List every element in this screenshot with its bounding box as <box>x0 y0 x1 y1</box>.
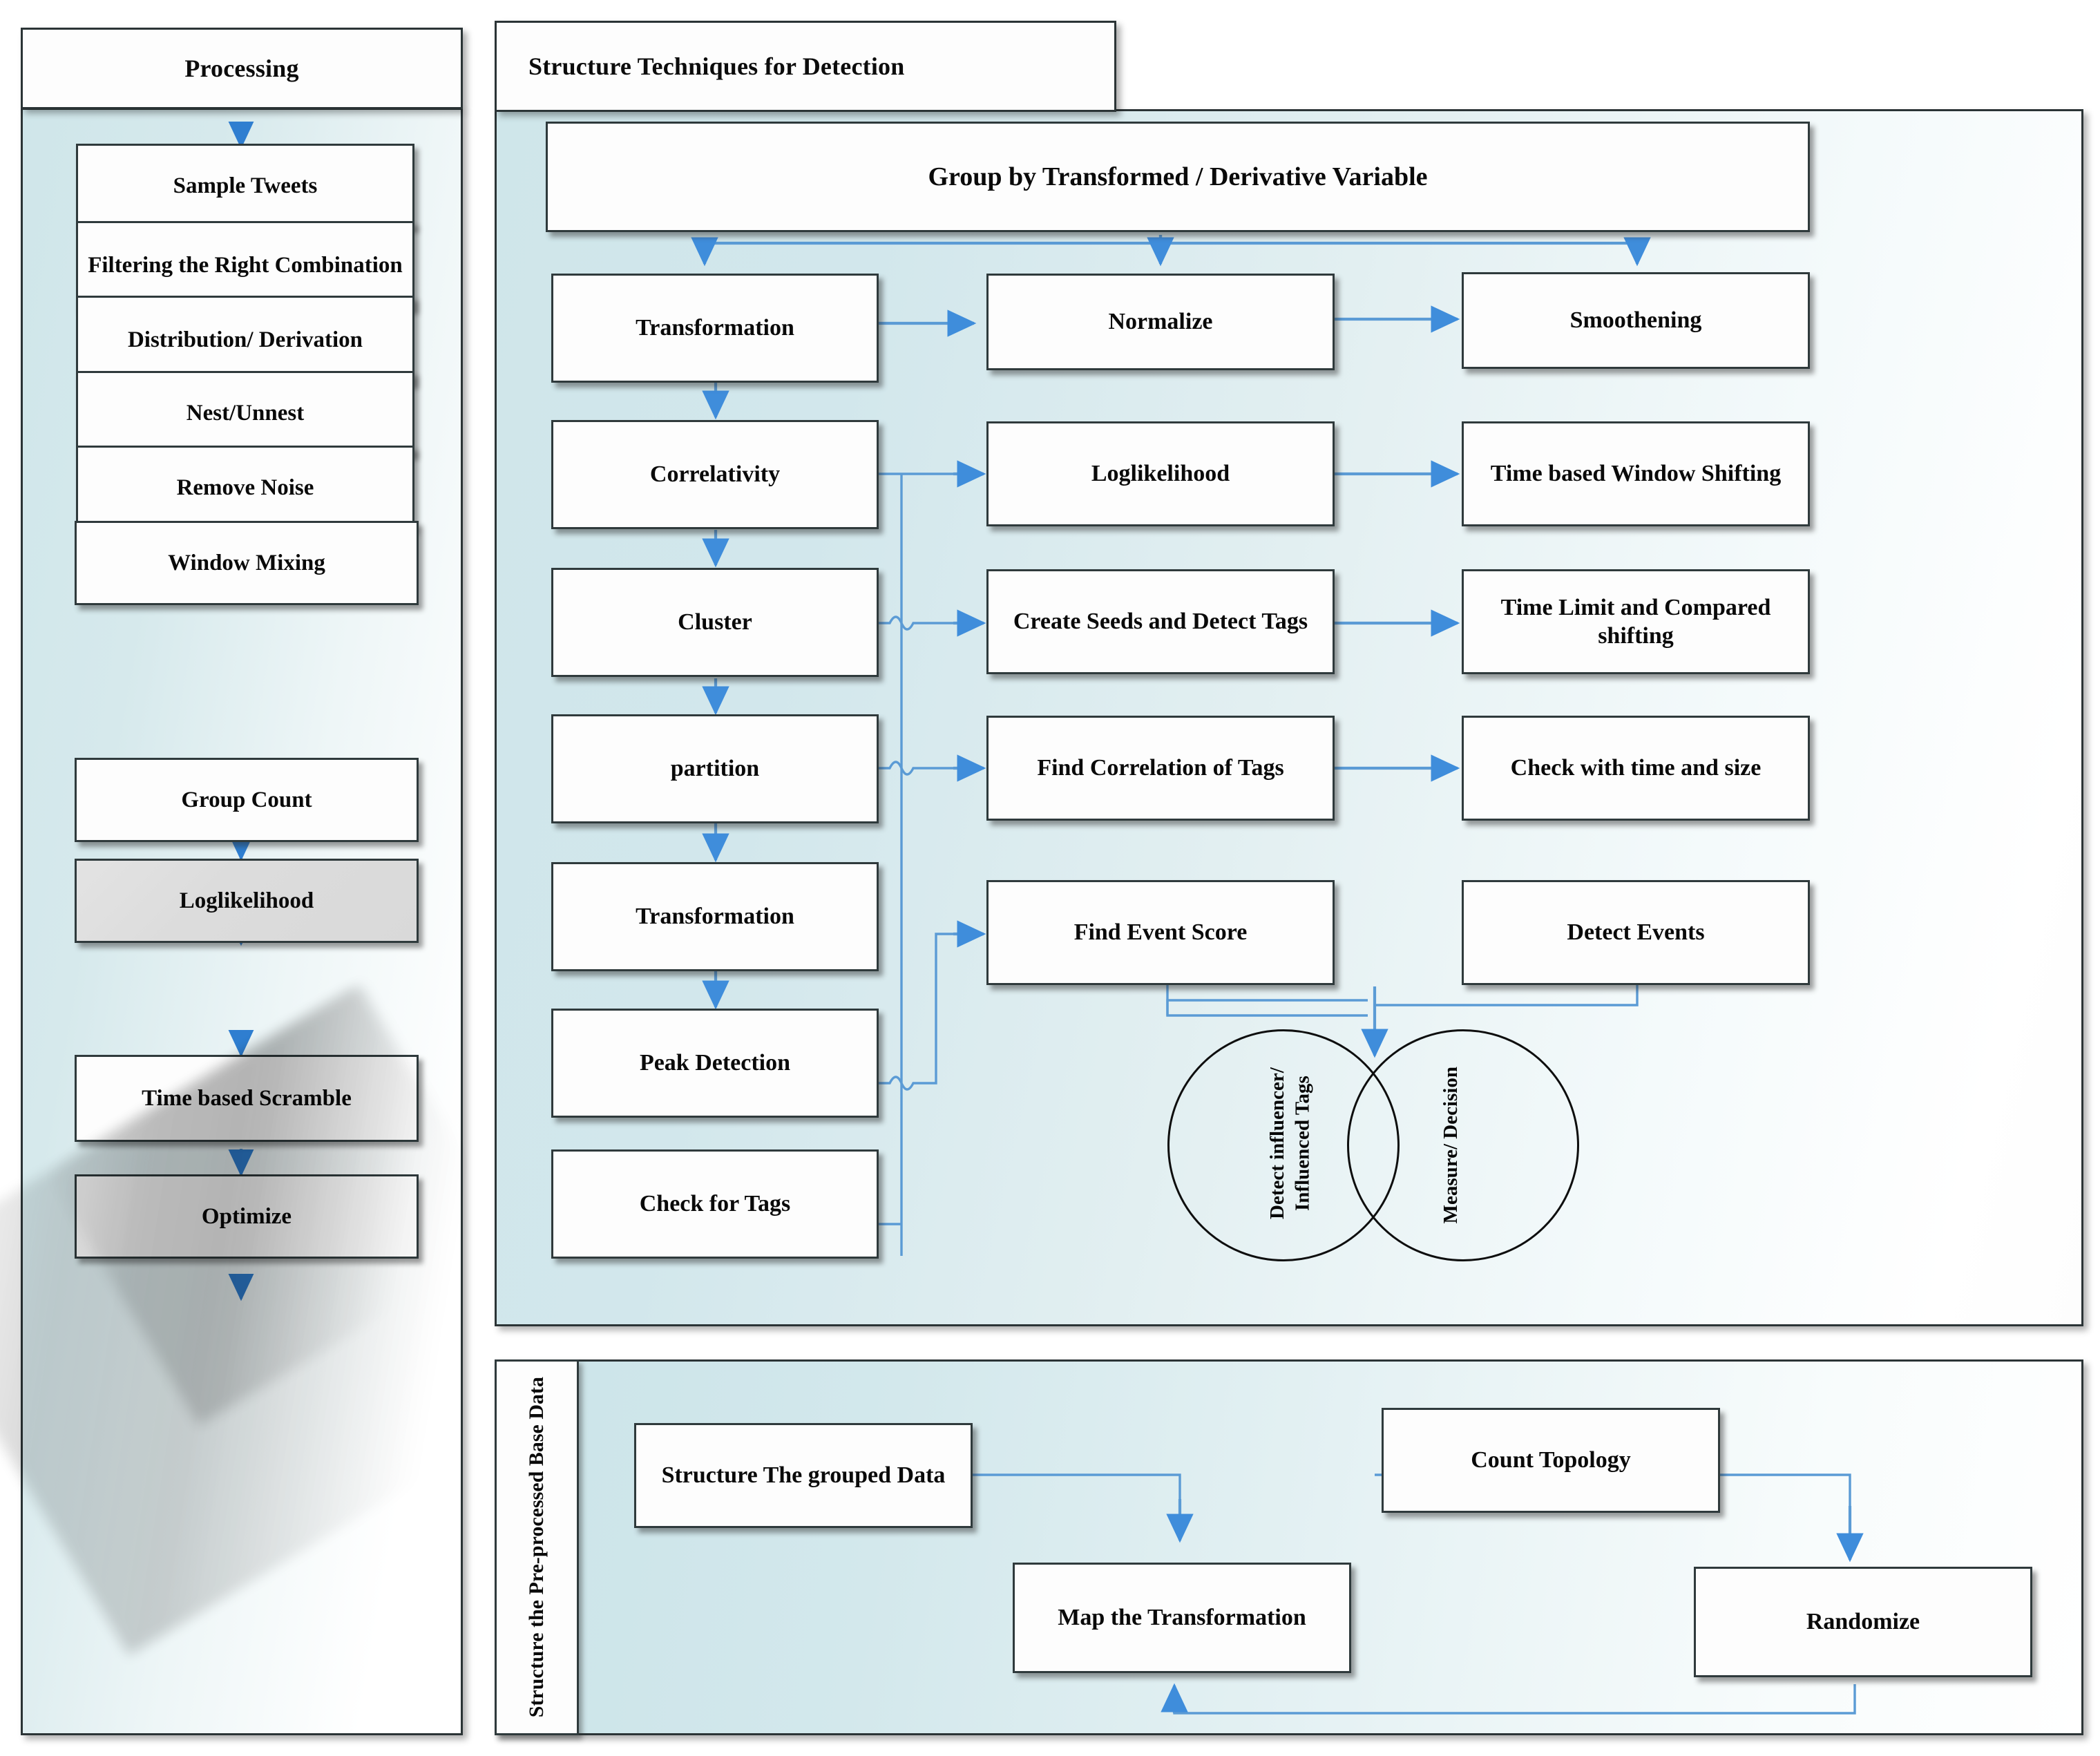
main-panel-title: Structure Techniques for Detection <box>528 53 905 80</box>
main-left-6-label: Check for Tags <box>639 1191 791 1217</box>
main-right-1-label: Time based Window Shifting <box>1490 461 1782 487</box>
main-mid-3-label: Find Correlation of Tags <box>1037 755 1284 781</box>
main-left-5-label: Peak Detection <box>639 1050 791 1076</box>
left-panel-header: Processing <box>21 28 463 109</box>
bottom-panel-side-text: Structure the Pre-processed Base Data <box>524 1377 548 1718</box>
main-right-3[interactable]: Check with time and size <box>1462 716 1810 821</box>
venn-left-text: Detect influencer/ Influenced Tags <box>1266 1067 1314 1219</box>
left-step-4-label: Remove Noise <box>176 475 314 500</box>
left-step-9[interactable]: Optimize <box>75 1174 419 1259</box>
main-right-0[interactable]: Smoothening <box>1462 272 1810 369</box>
left-step-0-label: Sample Tweets <box>173 173 318 198</box>
bottom-box-0[interactable]: Structure The grouped Data <box>634 1423 973 1528</box>
main-left-3-label: partition <box>670 756 760 782</box>
left-step-3[interactable]: Nest/Unnest <box>76 371 414 455</box>
main-mid-4-label: Find Event Score <box>1073 919 1248 946</box>
left-panel-title: Processing <box>184 55 299 82</box>
bottom-box-1[interactable]: Map the Transformation <box>1013 1563 1351 1673</box>
main-left-4[interactable]: Transformation <box>551 862 879 971</box>
main-right-2[interactable]: Time Limit and Compared shifting <box>1462 569 1810 674</box>
left-step-5-label: Window Mixing <box>168 550 325 575</box>
left-step-6[interactable]: Group Count <box>75 758 419 842</box>
bottom-box-1-label: Map the Transformation <box>1058 1605 1306 1631</box>
main-left-1-label: Correlativity <box>649 461 781 488</box>
bottom-box-2[interactable]: Count Topology <box>1382 1408 1720 1513</box>
main-mid-3[interactable]: Find Correlation of Tags <box>986 716 1335 821</box>
main-right-4-label: Detect Events <box>1567 919 1705 946</box>
left-step-3-label: Nest/Unnest <box>186 400 305 426</box>
left-step-9-label: Optimize <box>201 1203 292 1229</box>
main-right-0-label: Smoothening <box>1569 307 1702 334</box>
main-right-4[interactable]: Detect Events <box>1462 880 1810 985</box>
venn-circle-right <box>1347 1029 1579 1261</box>
group-by-box[interactable]: Group by Transformed / Derivative Variab… <box>546 122 1810 232</box>
main-left-0[interactable]: Transformation <box>551 274 879 383</box>
left-step-7[interactable]: Loglikelihood <box>75 859 419 943</box>
left-step-8-label: Time based Scramble <box>142 1085 352 1111</box>
main-right-3-label: Check with time and size <box>1510 755 1762 781</box>
left-step-7-label: Loglikelihood <box>179 888 314 913</box>
left-step-0[interactable]: Sample Tweets <box>76 144 414 228</box>
main-mid-1-label: Loglikelihood <box>1091 461 1230 487</box>
main-left-1[interactable]: Correlativity <box>551 420 879 529</box>
main-left-4-label: Transformation <box>636 904 794 930</box>
main-right-2-label: Time Limit and Compared shifting <box>1500 594 1771 649</box>
venn-right-text: Measure/ Decision <box>1439 1066 1462 1224</box>
left-step-5[interactable]: Window Mixing <box>75 521 419 605</box>
venn-label-left: Detect influencer/ Influenced Tags <box>1216 1036 1364 1250</box>
main-left-2[interactable]: Cluster <box>551 568 879 677</box>
left-step-1[interactable]: Filtering the Right Combination <box>76 221 414 309</box>
bottom-box-3[interactable]: Randomize <box>1694 1567 2032 1677</box>
main-mid-0[interactable]: Normalize <box>986 274 1335 370</box>
left-step-1-label: Filtering the Right Combination <box>88 252 403 278</box>
venn-label-right: Measure/ Decision <box>1406 1040 1496 1250</box>
left-step-4[interactable]: Remove Noise <box>76 446 414 530</box>
main-left-3[interactable]: partition <box>551 714 879 823</box>
main-right-1[interactable]: Time based Window Shifting <box>1462 421 1810 526</box>
left-step-6-label: Group Count <box>181 787 312 812</box>
main-mid-2-label: Create Seeds and Detect Tags <box>1013 609 1308 635</box>
main-left-6[interactable]: Check for Tags <box>551 1149 879 1259</box>
main-mid-1[interactable]: Loglikelihood <box>986 421 1335 526</box>
main-left-5[interactable]: Peak Detection <box>551 1009 879 1118</box>
bottom-box-0-label: Structure The grouped Data <box>661 1462 946 1489</box>
main-left-0-label: Transformation <box>636 315 794 341</box>
group-by-label: Group by Transformed / Derivative Variab… <box>928 162 1428 191</box>
preprocessed-base-data-panel <box>495 1359 2083 1735</box>
main-panel-header: Structure Techniques for Detection <box>495 21 1116 112</box>
bottom-panel-side-label: Structure the Pre-processed Base Data <box>495 1359 579 1735</box>
main-mid-2[interactable]: Create Seeds and Detect Tags <box>986 569 1335 674</box>
main-mid-4[interactable]: Find Event Score <box>986 880 1335 985</box>
main-mid-0-label: Normalize <box>1108 309 1213 335</box>
left-step-8[interactable]: Time based Scramble <box>75 1055 419 1142</box>
main-left-2-label: Cluster <box>678 609 752 636</box>
left-step-2-label: Distribution/ Derivation <box>127 327 363 352</box>
bottom-box-2-label: Count Topology <box>1471 1447 1631 1473</box>
bottom-box-3-label: Randomize <box>1806 1609 1920 1635</box>
